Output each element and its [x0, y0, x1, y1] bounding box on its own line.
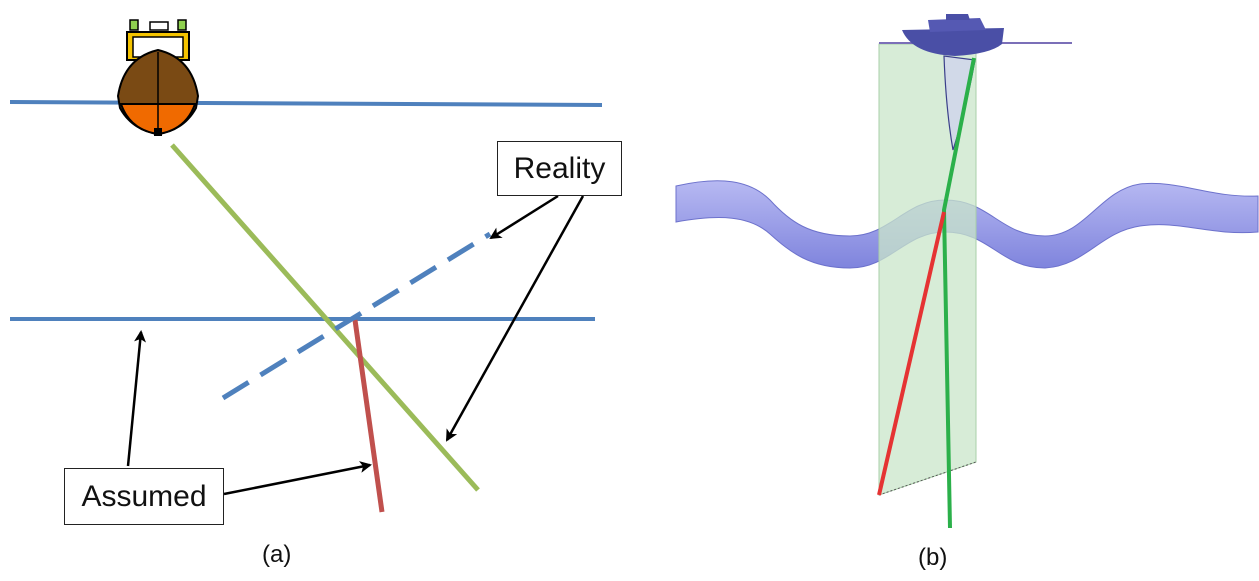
- reality-arrow-1: [489, 194, 559, 240]
- ship-icon: [879, 14, 1072, 56]
- assumed-ray: [352, 319, 385, 513]
- top-layer-line: [9, 100, 603, 107]
- green-ray: [941, 57, 976, 529]
- panel-a: [9, 19, 603, 513]
- plane-bottom-edge: [878, 461, 977, 496]
- assumed-arrow-1: [126, 330, 147, 467]
- dashed-ray: [221, 231, 492, 401]
- boat-icon: [116, 19, 200, 136]
- caption-b: (b): [918, 544, 948, 571]
- assumed-label: Assumed: [64, 468, 224, 525]
- caption-a: (a): [262, 541, 292, 568]
- red-ray: [877, 211, 946, 496]
- real-ray: [170, 143, 480, 492]
- reality-label: Reality: [497, 141, 622, 196]
- assumed-arrow-2: [223, 461, 372, 496]
- panel-b: [675, 14, 1259, 529]
- reality-arrow-2: [445, 195, 585, 442]
